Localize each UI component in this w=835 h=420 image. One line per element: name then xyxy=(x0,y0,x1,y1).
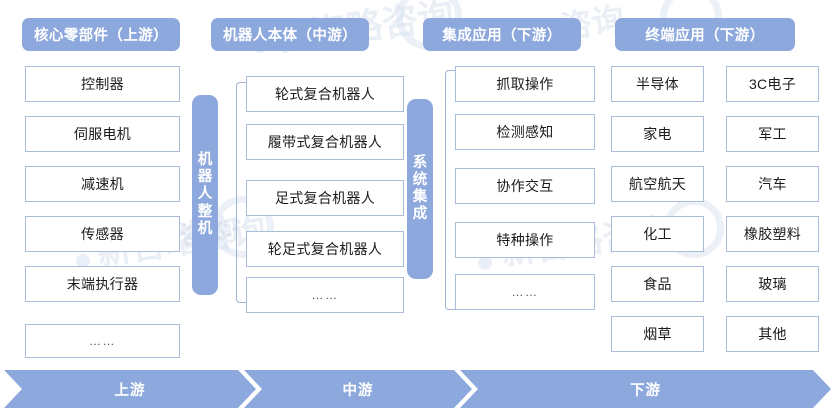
midstream-vertical-label-text: 机器人整机 xyxy=(197,152,213,237)
integration-item-3[interactable]: 特种操作 xyxy=(455,222,595,258)
terminal-right-item-2[interactable]: 汽车 xyxy=(726,166,819,202)
column-header-terminal: 终端应用（下游） xyxy=(615,18,795,51)
upstream-item-5[interactable]: …… xyxy=(25,324,180,358)
flow-chevron-midstream[interactable]: 中游 xyxy=(244,370,472,408)
midstream-item-3[interactable]: 轮足式复合机器人 xyxy=(246,231,404,267)
midstream-item-1[interactable]: 履带式复合机器人 xyxy=(246,124,404,160)
integration-item-2[interactable]: 协作交互 xyxy=(455,168,595,204)
integration-item-1[interactable]: 检测感知 xyxy=(455,114,595,150)
flow-chevron-midstream-label: 中游 xyxy=(342,382,374,399)
terminal-left-item-2[interactable]: 航空航天 xyxy=(611,166,704,202)
terminal-right-item-3[interactable]: 橡胶塑料 xyxy=(726,216,819,252)
watermark-dot-right xyxy=(478,256,492,270)
upstream-item-0[interactable]: 控制器 xyxy=(25,66,180,102)
column-header-upstream: 核心零部件（上游） xyxy=(22,18,180,51)
upstream-item-1[interactable]: 伺服电机 xyxy=(25,116,180,152)
terminal-right-item-5[interactable]: 其他 xyxy=(726,316,819,352)
terminal-right-item-4[interactable]: 玻璃 xyxy=(726,266,819,302)
midstream-item-4[interactable]: …… xyxy=(246,277,404,313)
flow-chevron-upstream-label: 上游 xyxy=(114,382,146,399)
terminal-right-item-1[interactable]: 军工 xyxy=(726,116,819,152)
integration-item-4[interactable]: …… xyxy=(455,274,595,310)
upstream-item-2[interactable]: 减速机 xyxy=(25,166,180,202)
terminal-left-item-4[interactable]: 食品 xyxy=(611,266,704,302)
terminal-left-item-3[interactable]: 化工 xyxy=(611,216,704,252)
terminal-left-item-1[interactable]: 家电 xyxy=(611,116,704,152)
terminal-right-item-0[interactable]: 3C电子 xyxy=(726,66,819,102)
flow-chevron-downstream-label: 下游 xyxy=(630,382,661,399)
upstream-item-4[interactable]: 末端执行器 xyxy=(25,266,180,302)
terminal-left-item-0[interactable]: 半导体 xyxy=(611,66,704,102)
column-header-midstream: 机器人本体（中游） xyxy=(211,18,369,51)
flow-chevron-downstream[interactable]: 下游 xyxy=(460,370,831,408)
midstream-item-2[interactable]: 足式复合机器人 xyxy=(246,180,404,216)
column-header-integration: 集成应用（下游） xyxy=(423,18,581,51)
upstream-item-3[interactable]: 传感器 xyxy=(25,216,180,252)
integration-vertical-label: 系统集成 xyxy=(407,99,433,279)
terminal-left-item-5[interactable]: 烟草 xyxy=(611,316,704,352)
integration-item-0[interactable]: 抓取操作 xyxy=(455,66,595,102)
midstream-vertical-label: 机器人整机 xyxy=(192,95,218,295)
integration-vertical-label-text: 系统集成 xyxy=(412,154,428,223)
midstream-item-0[interactable]: 轮式复合机器人 xyxy=(246,76,404,112)
flow-chevron-upstream[interactable]: 上游 xyxy=(4,370,256,408)
